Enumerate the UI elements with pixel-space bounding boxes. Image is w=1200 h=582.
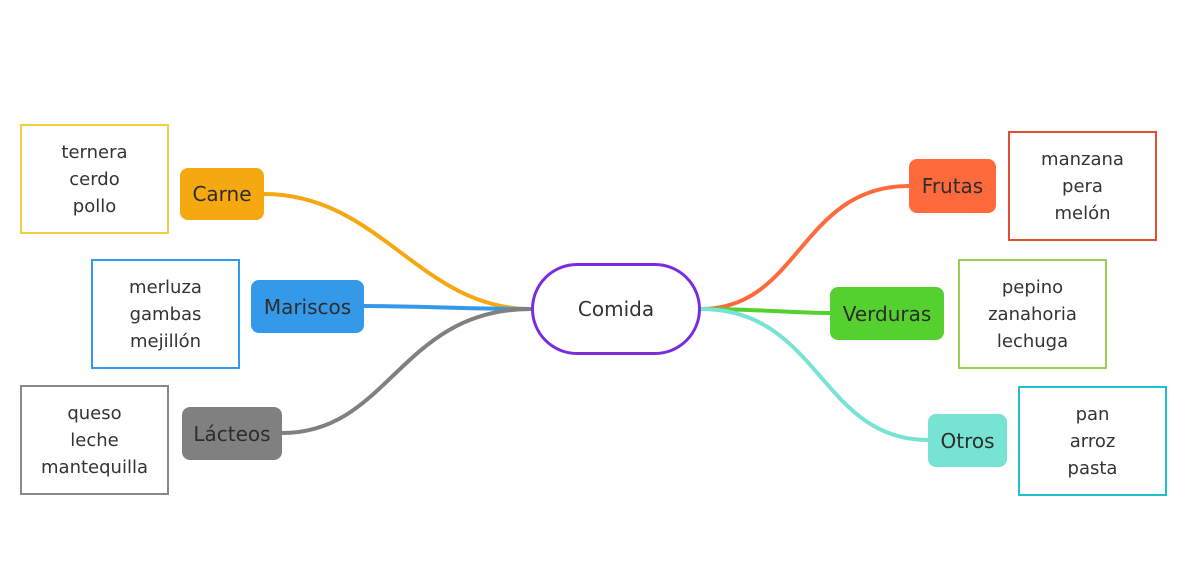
topic-label: Carne — [192, 182, 252, 206]
leaf-box-verduras[interactable]: pepino zanahoria lechuga — [958, 259, 1107, 369]
topic-carne[interactable]: Carne — [180, 168, 264, 220]
topic-label: Lácteos — [193, 421, 271, 446]
leaf-item: queso — [67, 402, 122, 424]
leaf-item: arroz — [1069, 430, 1116, 452]
leaf-item: pollo — [72, 195, 117, 217]
leaf-item: lechuga — [996, 330, 1069, 352]
leaf-box-lacteos[interactable]: queso leche mantequilla — [20, 385, 169, 495]
leaf-item: merluza — [129, 276, 202, 298]
leaf-box-mariscos[interactable]: merluza gambas mejillón — [91, 259, 240, 369]
topic-label: Frutas — [921, 174, 984, 198]
topic-verduras[interactable]: Verduras — [830, 287, 944, 340]
leaf-item: ternera — [61, 141, 128, 163]
leaf-item: pan — [1075, 403, 1110, 425]
connector-otros — [699, 307, 930, 442]
leaf-item: pasta — [1067, 457, 1118, 479]
topic-label: Mariscos — [263, 294, 352, 319]
leaf-item: pepino — [1001, 276, 1064, 298]
leaf-item: gambas — [129, 303, 202, 325]
leaf-item: leche — [70, 429, 119, 451]
leaf-box-carne[interactable]: ternera cerdo pollo — [20, 124, 169, 234]
connector-lacteos — [280, 307, 533, 435]
leaf-item: mantequilla — [41, 456, 148, 478]
leaf-item: zanahoria — [988, 303, 1077, 325]
leaf-box-frutas[interactable]: manzana pera melón — [1008, 131, 1157, 241]
connector-frutas — [699, 184, 911, 311]
topic-lacteos[interactable]: Lácteos — [182, 407, 282, 460]
central-topic-label: Comida — [577, 297, 655, 321]
topic-label: Verduras — [842, 301, 932, 326]
topic-mariscos[interactable]: Mariscos — [251, 280, 364, 333]
leaf-item: cerdo — [69, 168, 120, 190]
leaf-item: mejillón — [129, 330, 202, 352]
topic-label: Otros — [940, 428, 995, 453]
connector-carne — [262, 192, 533, 311]
leaf-box-otros[interactable]: pan arroz pasta — [1018, 386, 1167, 496]
leaf-item: melón — [1054, 202, 1111, 224]
central-topic-comida[interactable]: Comida — [531, 263, 701, 355]
topic-otros[interactable]: Otros — [928, 414, 1007, 467]
topic-frutas[interactable]: Frutas — [909, 159, 996, 213]
leaf-item: manzana — [1041, 148, 1124, 170]
leaf-item: pera — [1062, 175, 1103, 197]
